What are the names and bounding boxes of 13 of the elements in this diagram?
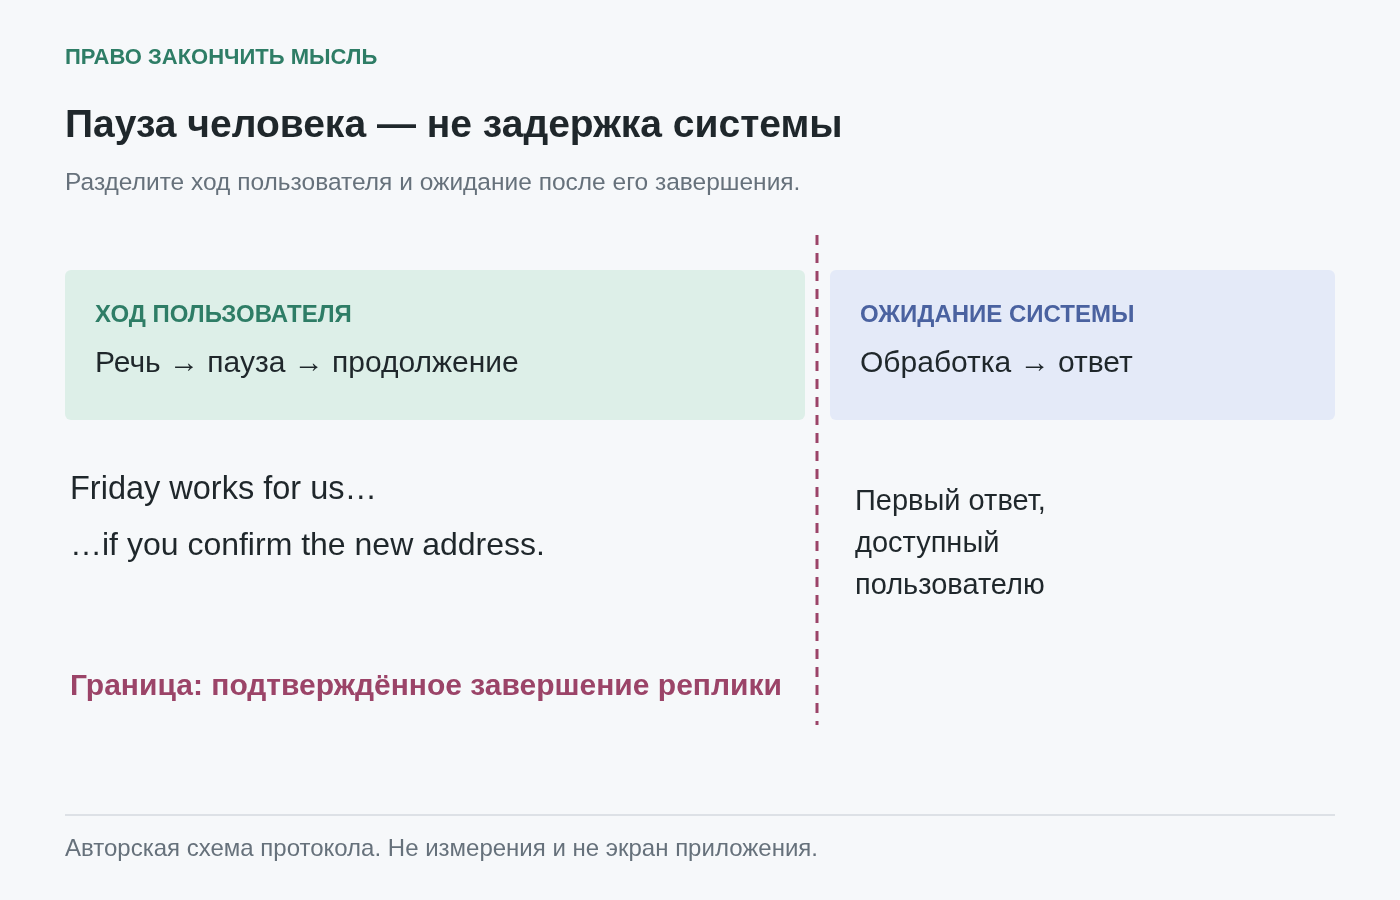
caption: Авторская схема протокола. Не измерения и не экран приложения. [65,834,818,862]
response-note: Первый ответ, доступный пользователю [855,483,1047,602]
panel-heading: ХОД ПОЛЬЗОВАТЕЛЯ [95,300,352,328]
panel-text: Обработка → ответ [860,345,1133,379]
title: Пауза человека — не задержка системы [65,102,843,146]
utterance-text: Friday works for us… [70,470,377,507]
utterance-text: …if you confirm the new address. [70,526,545,563]
boundary-label: Граница: подтверждённое завершение реплики [70,668,782,702]
subtitle: Разделите ход пользователя и ожидание после его завершения. [65,168,801,196]
user-turn-panel [65,270,805,420]
eyebrow-text: ПРАВО ЗАКОНЧИТЬ МЫСЛЬ [65,44,378,70]
panel-text: Речь → пауза → продолжение [95,345,519,379]
panel-heading: ОЖИДАНИЕ СИСТЕМЫ [860,300,1135,328]
